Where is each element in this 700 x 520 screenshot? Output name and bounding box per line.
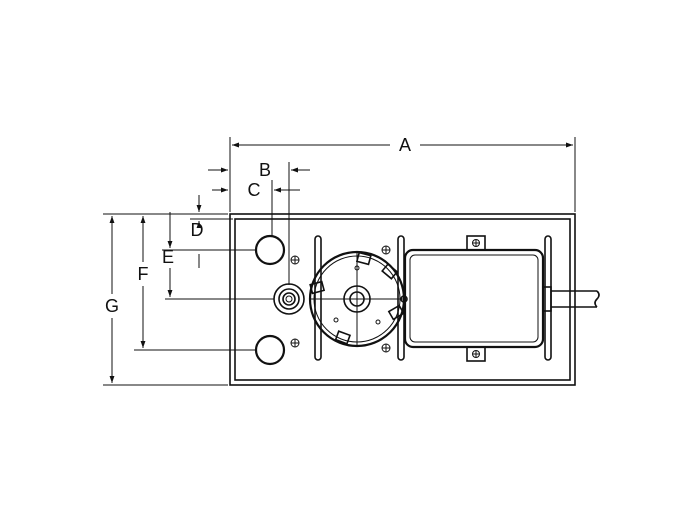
dimension-a: A — [229, 135, 576, 212]
dimension-label-f: F — [138, 264, 149, 284]
rotor-assembly — [308, 250, 406, 348]
mounting-slot-right — [544, 235, 552, 361]
mounting-slot-left — [314, 235, 322, 361]
dimension-c: C — [212, 180, 300, 236]
dimension-g: G — [103, 213, 228, 386]
conduit-hole-top — [254, 234, 286, 266]
shaft-fitting — [273, 283, 305, 315]
dimension-label-e: E — [162, 247, 174, 267]
dimension-f: F — [134, 213, 255, 351]
dimension-label-g: G — [105, 296, 119, 316]
screw-top — [290, 255, 300, 265]
dimension-label-b: B — [259, 160, 271, 180]
motor-housing — [400, 235, 545, 362]
dimension-d: D — [190, 195, 233, 268]
dimension-b: B — [208, 160, 310, 285]
dimension-e: E — [162, 212, 274, 300]
screw-rotor-top — [381, 245, 391, 255]
dimension-label-c: C — [248, 180, 261, 200]
conduit-hole-bottom — [254, 334, 286, 366]
screw-bottom — [290, 338, 300, 348]
dimension-label-a: A — [399, 135, 411, 155]
screw-rotor-bottom — [381, 343, 391, 353]
dimension-label-d: D — [191, 220, 204, 240]
cable — [542, 286, 600, 312]
